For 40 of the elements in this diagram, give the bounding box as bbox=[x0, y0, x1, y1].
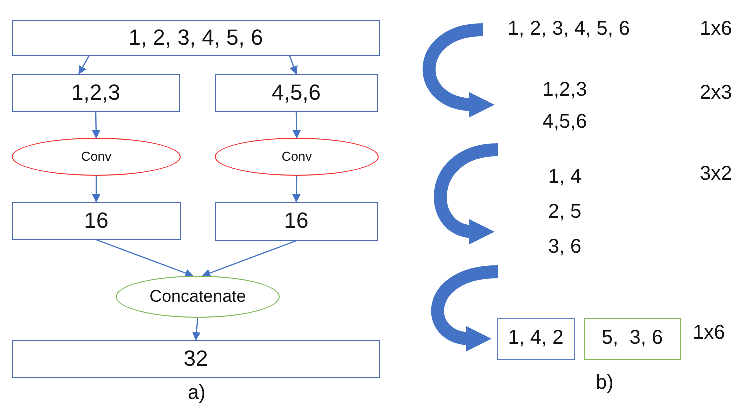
node-text: 16 bbox=[284, 207, 309, 236]
arrow bbox=[92, 176, 101, 203]
node-text: 16 bbox=[84, 206, 109, 235]
data-box bbox=[584, 318, 681, 360]
panel-label: b) bbox=[596, 372, 614, 395]
data-box bbox=[12, 202, 181, 240]
node-text: Conv bbox=[282, 148, 312, 166]
node-text: Concatenate bbox=[150, 286, 246, 308]
node-text: 1,2,3 bbox=[72, 78, 120, 107]
arrow bbox=[202, 240, 297, 278]
data-box bbox=[215, 74, 378, 112]
arrow bbox=[292, 176, 301, 203]
panel-label: a) bbox=[188, 382, 206, 405]
node-text: 1, 4 bbox=[548, 165, 582, 190]
dimension-label: 3x2 bbox=[700, 163, 732, 186]
node-text: Conv bbox=[81, 148, 112, 166]
arrow bbox=[78, 56, 90, 75]
node-text: 1, 4, 2 bbox=[508, 326, 564, 352]
node-text: 4,5,6 bbox=[272, 78, 321, 107]
dimension-label: 1x6 bbox=[693, 322, 726, 345]
node-text: 4,5,6 bbox=[542, 110, 588, 135]
data-box bbox=[497, 318, 575, 360]
data-box bbox=[12, 340, 380, 378]
arrow bbox=[292, 112, 302, 139]
node-text: 1,2,3 bbox=[542, 78, 588, 103]
node-text: 1, 2, 3, 4, 5, 6 bbox=[128, 24, 264, 52]
arrow bbox=[96, 239, 194, 278]
arrow bbox=[192, 318, 201, 341]
node-text: 1, 2, 3, 4, 5, 6 bbox=[508, 17, 630, 42]
node-text: 5, 3, 6 bbox=[602, 326, 664, 352]
data-box bbox=[12, 20, 380, 56]
arrow bbox=[92, 112, 101, 139]
data-box bbox=[12, 74, 180, 112]
dimension-label: 1x6 bbox=[700, 18, 732, 41]
dimension-label: 2x3 bbox=[700, 82, 732, 105]
node-text: 32 bbox=[184, 344, 208, 373]
arrow bbox=[289, 56, 298, 75]
data-box bbox=[215, 202, 378, 241]
node-text: 2, 5 bbox=[548, 200, 582, 225]
node-text: 3, 6 bbox=[548, 235, 582, 260]
